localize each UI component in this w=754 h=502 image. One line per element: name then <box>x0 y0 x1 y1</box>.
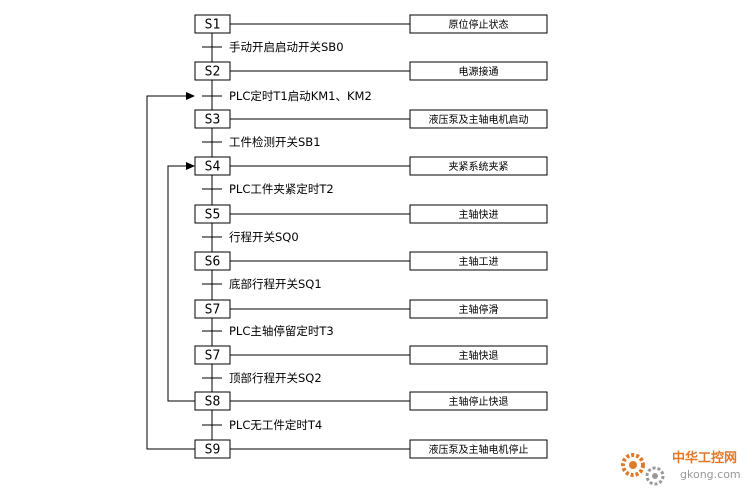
transition-label: 底部行程开关SQ1 <box>229 277 322 291</box>
loop-arrow-s8-to-s4 <box>167 165 195 402</box>
arrowhead-s4 <box>186 162 195 170</box>
step-7: S7 主轴停滑 <box>194 299 548 319</box>
transition-2: PLC定时T1启动KM1、KM2 <box>202 89 372 103</box>
step-label: S4 <box>205 160 221 175</box>
transition-1: 手动开启启动开关SB0 <box>202 40 344 54</box>
action-label: 主轴停滑 <box>459 303 499 316</box>
transition-7: PLC主轴停留定时T3 <box>202 324 334 338</box>
transition-9: PLC无工件定时T4 <box>202 418 322 432</box>
action-label: 原位停止状态 <box>449 18 509 31</box>
step-label: S2 <box>205 65 221 80</box>
transition-8: 顶部行程开关SQ2 <box>202 371 322 385</box>
watermark-en: gkong.com <box>680 468 741 481</box>
transition-label: PLC主轴停留定时T3 <box>229 324 334 338</box>
arrowhead-s3 <box>186 92 195 100</box>
step-label: S9 <box>205 443 221 458</box>
transition-label: 行程开关SQ0 <box>229 230 299 244</box>
action-label: 液压泵及主轴电机停止 <box>429 443 529 456</box>
action-box <box>409 391 548 411</box>
gear-icon <box>621 453 665 486</box>
transition-5: 行程开关SQ0 <box>202 230 299 244</box>
action-box <box>409 14 548 34</box>
action-label: 主轴快进 <box>459 208 499 221</box>
step-10: S9 液压泵及主轴电机停止 <box>194 439 548 459</box>
step-1: S1 原位停止状态 <box>194 14 548 34</box>
action-label: 主轴工进 <box>459 255 499 268</box>
transition-label: 手动开启启动开关SB0 <box>229 40 344 54</box>
step-label: S8 <box>205 395 221 410</box>
action-label: 主轴快退 <box>459 349 499 362</box>
step-label: S3 <box>205 113 221 128</box>
watermark: 中华工控网 gkong.com <box>621 450 741 486</box>
action-box <box>409 299 548 319</box>
transition-label: 工件检测开关SB1 <box>229 135 321 149</box>
action-box <box>409 345 548 365</box>
transition-label: PLC无工件定时T4 <box>229 418 322 432</box>
step-4: S4 夹紧系统夹紧 <box>194 156 548 176</box>
transition-3: 工件检测开关SB1 <box>202 135 321 149</box>
step-6: S6 主轴工进 <box>194 251 548 271</box>
step-3: S3 液压泵及主轴电机启动 <box>194 109 548 129</box>
watermark-cn: 中华工控网 <box>672 450 737 466</box>
transition-6: 底部行程开关SQ1 <box>202 277 322 291</box>
action-label: 电源接通 <box>459 65 499 78</box>
action-box <box>409 204 548 224</box>
step-label: S5 <box>205 208 221 223</box>
step-9: S8 主轴停止快退 <box>194 391 548 411</box>
step-label: S7 <box>205 349 221 364</box>
step-8: S7 主轴快退 <box>194 345 548 365</box>
step-label: S1 <box>205 18 221 33</box>
transition-label: 顶部行程开关SQ2 <box>229 371 322 385</box>
action-box <box>409 156 548 176</box>
loop-arrow-s9-to-s3 <box>146 95 195 450</box>
transition-4: PLC工件夹紧定时T2 <box>202 182 334 196</box>
transition-label: PLC工件夹紧定时T2 <box>229 182 334 196</box>
action-label: 主轴停止快退 <box>449 395 509 408</box>
step-label: S7 <box>205 303 221 318</box>
transition-label: PLC定时T1启动KM1、KM2 <box>229 89 372 103</box>
step-5: S5 主轴快进 <box>194 204 548 224</box>
action-label: 夹紧系统夹紧 <box>449 160 509 173</box>
action-box <box>409 61 548 81</box>
action-label: 液压泵及主轴电机启动 <box>429 113 529 126</box>
action-box <box>409 251 548 271</box>
step-2: S2 电源接通 <box>194 61 548 81</box>
action-box <box>409 109 548 129</box>
step-label: S6 <box>205 255 221 270</box>
action-box <box>409 439 548 459</box>
